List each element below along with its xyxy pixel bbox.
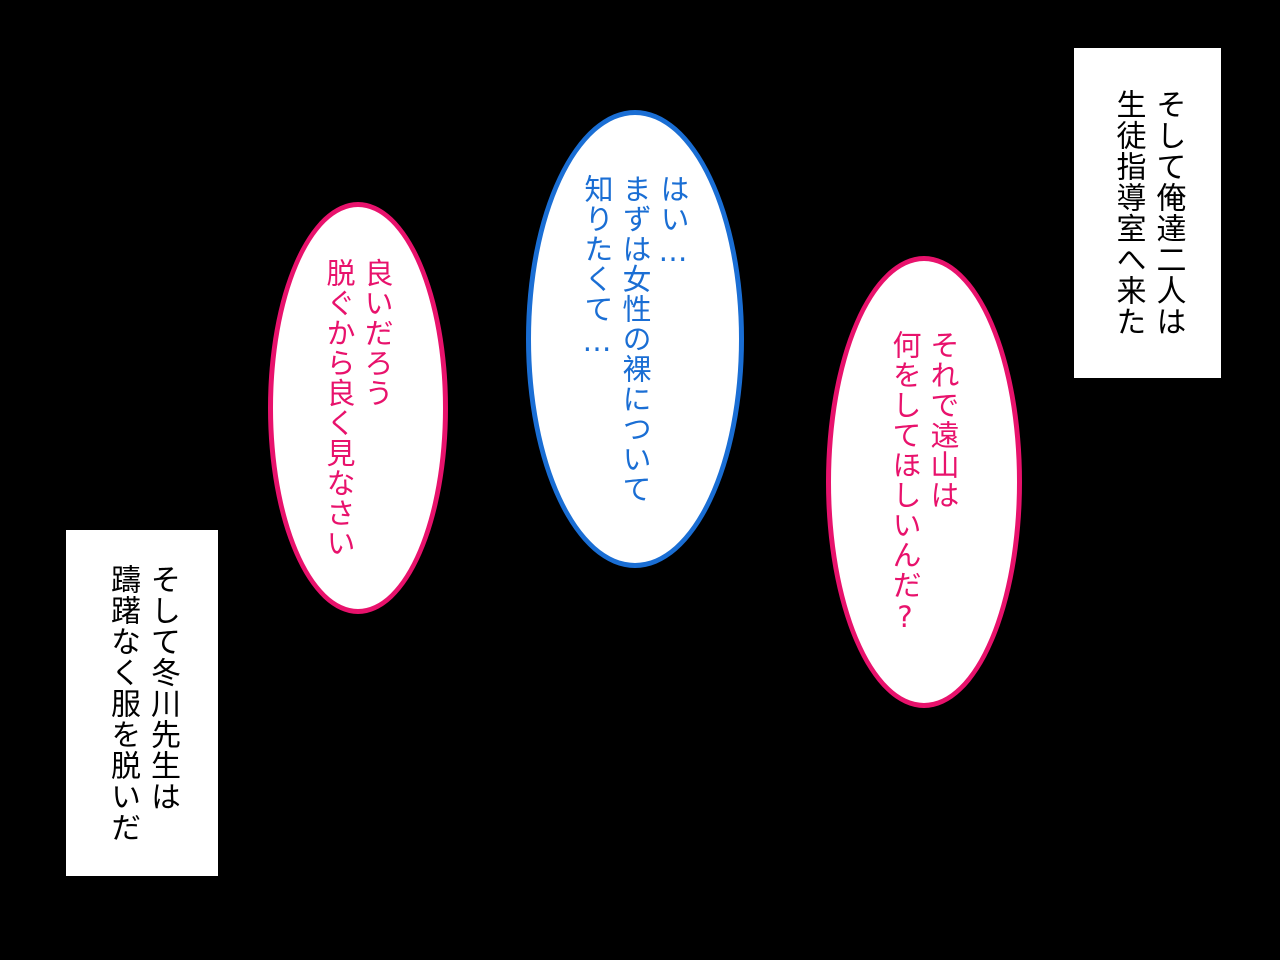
bubble-center-line-3: 知りたくて… — [580, 174, 614, 359]
bubble-left-line-2: 脱ぐから良く見なさい — [322, 258, 356, 558]
narration-text-bottom: そして冬川先生は 躊躇なく服を脱いだ — [102, 564, 182, 843]
speech-bubble-center: はい… まずは女性の裸について 知りたくて… — [526, 110, 744, 568]
narration-text-top: そして俺達二人は 生徒指導室へ来た — [1108, 89, 1188, 337]
bubble-left-line-1: 良いだろう — [360, 258, 394, 408]
narration-bottom-line-2: 躊躇なく服を脱いだ — [105, 563, 140, 843]
speech-text-left: 良いだろう 脱ぐから良く見なさい — [320, 258, 396, 558]
narration-top-line-1: そして俺達二人は — [1150, 89, 1186, 337]
speech-bubble-right: それで遠山は 何をしてほしいんだ? — [826, 256, 1022, 708]
narration-box-top: そして俺達二人は 生徒指導室へ来た — [1074, 48, 1221, 378]
bubble-center-line-1: はい… — [656, 174, 690, 269]
narration-bottom-line-1: そして冬川先生は — [145, 563, 180, 812]
narration-box-bottom: そして冬川先生は 躊躇なく服を脱いだ — [66, 530, 218, 876]
speech-text-right: それで遠山は 何をしてほしいんだ? — [886, 330, 962, 635]
bubble-center-line-2: まずは女性の裸について — [618, 174, 652, 504]
narration-top-line-2: 生徒指導室へ来た — [1110, 89, 1146, 337]
bubble-right-line-2: 何をしてほしいんだ? — [888, 329, 922, 635]
speech-text-center: はい… まずは女性の裸について 知りたくて… — [578, 174, 692, 504]
bubble-right-line-1: それで遠山は — [926, 329, 960, 510]
speech-bubble-left: 良いだろう 脱ぐから良く見なさい — [268, 202, 448, 614]
